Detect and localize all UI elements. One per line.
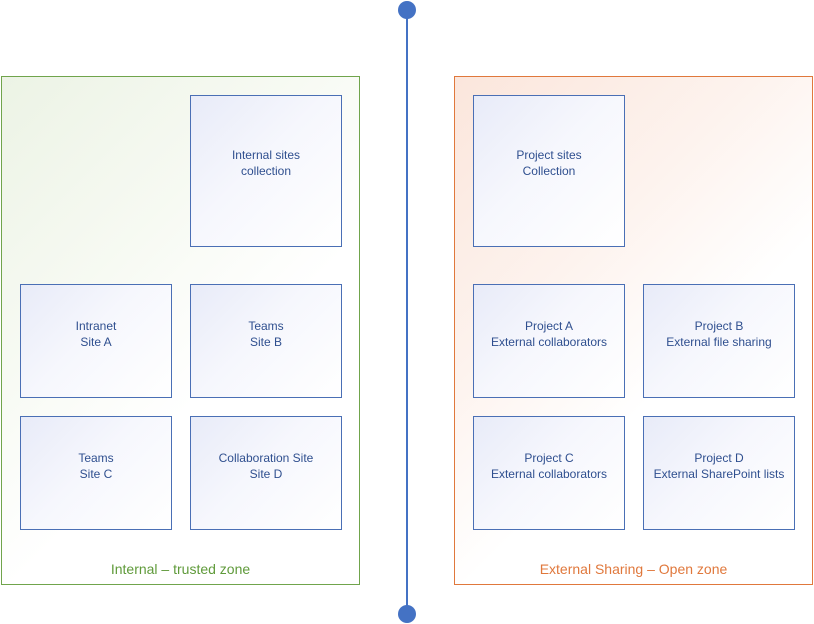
project-b-box: Project B External file sharing [643,284,795,398]
divider-bottom-endpoint [398,605,416,623]
box-title: Teams [78,451,114,465]
teams-site-c-box: Teams Site C [20,416,172,530]
box-subtitle: Collection [522,164,576,178]
box-subtitle: Site C [79,467,113,481]
intranet-site-a-box: Intranet Site A [20,284,172,398]
internal-sites-collection-box: Internal sites collection [190,95,342,247]
box-subtitle: External collaborators [490,467,608,481]
box-title: Project C [524,451,574,465]
collaboration-site-d-box: Collaboration Site Site D [190,416,342,530]
box-title: Teams [248,319,284,333]
zone-divider-line [406,10,408,614]
box-title: Intranet [75,319,117,333]
box-subtitle: External collaborators [490,335,608,349]
box-title: Project A [524,319,574,333]
teams-site-b-box: Teams Site B [190,284,342,398]
project-d-box: Project D External SharePoint lists [643,416,795,530]
box-subtitle: External file sharing [666,335,772,349]
box-subtitle: Site A [80,335,112,349]
box-subtitle: collection [240,164,292,178]
box-title: Project D [694,451,744,465]
external-zone-label: External Sharing – Open zone [539,561,728,577]
box-title: Project sites [516,148,582,162]
box-subtitle: External SharePoint lists [653,467,785,481]
box-title: Collaboration Site [218,451,314,465]
box-subtitle: Site B [249,335,282,349]
box-subtitle: Site D [249,467,283,481]
divider-top-endpoint [398,1,416,19]
box-title: Project B [694,319,744,333]
internal-zone-label: Internal – trusted zone [110,561,251,577]
project-c-box: Project C External collaborators [473,416,625,530]
project-a-box: Project A External collaborators [473,284,625,398]
box-title: Internal sites [231,148,301,162]
project-sites-collection-box: Project sites Collection [473,95,625,247]
